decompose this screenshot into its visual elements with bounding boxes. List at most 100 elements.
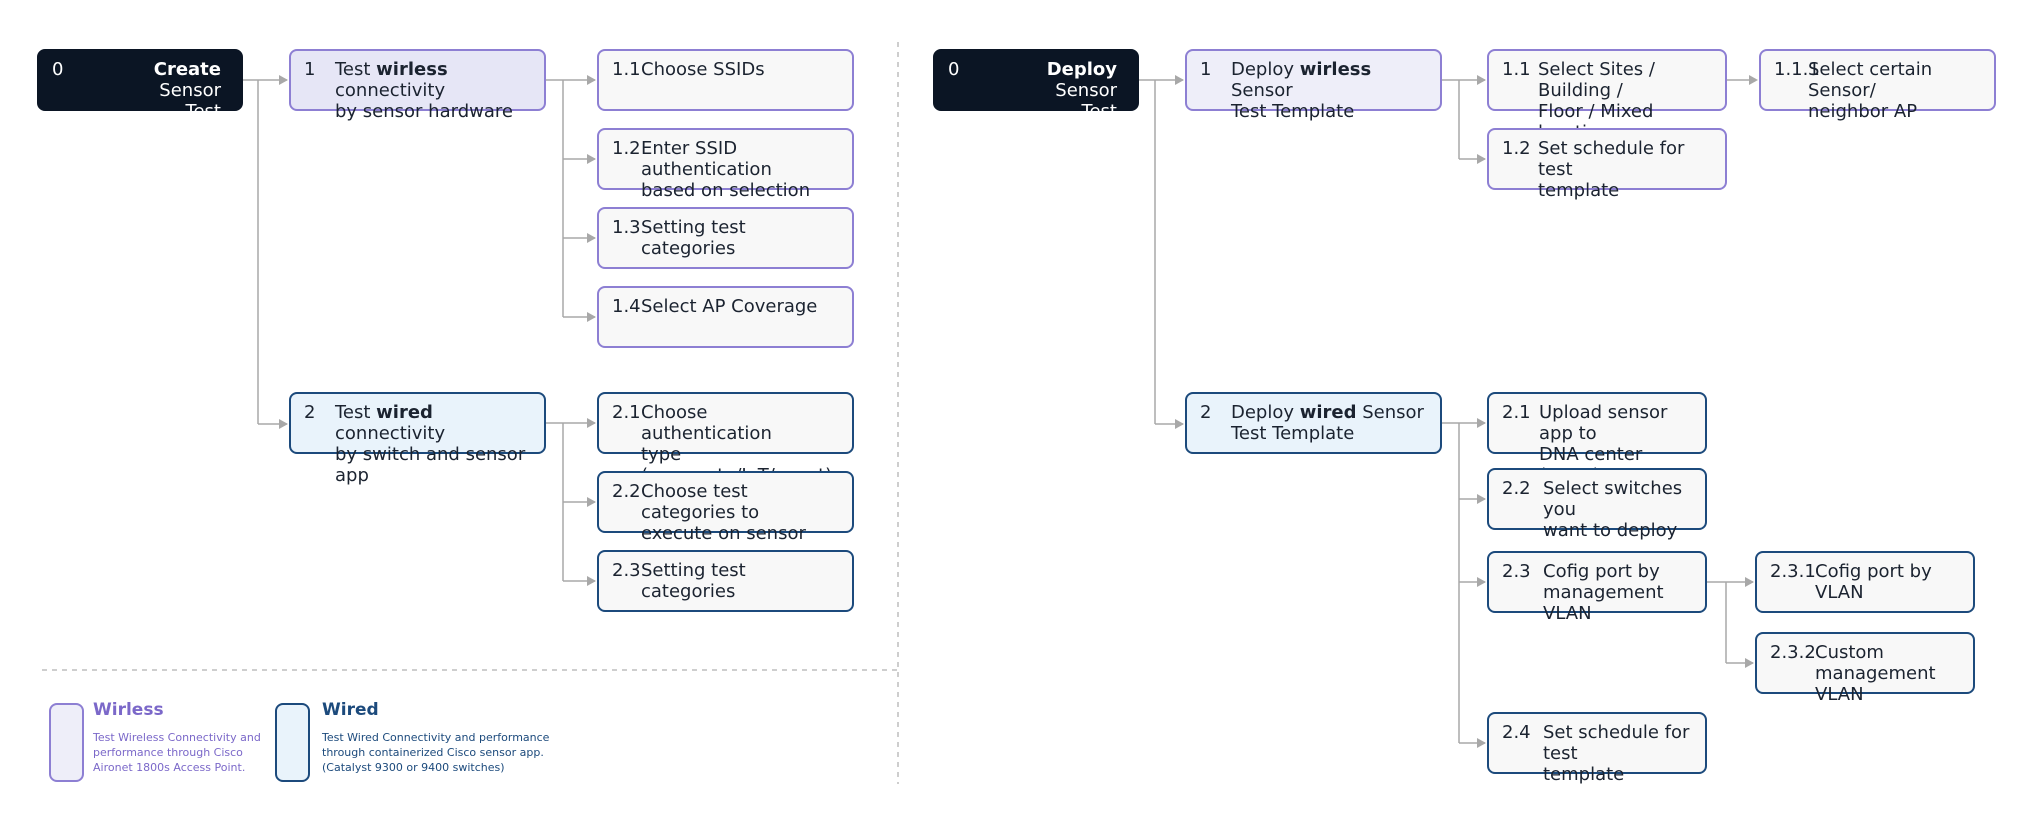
node-label-line1: Setting test categories	[641, 560, 746, 602]
node-create-root[interactable]: 0 Create Sensor Test Template	[37, 49, 243, 143]
node-label-line1: Select switches you	[1543, 478, 1683, 520]
connector-arrow-icon	[1477, 577, 1486, 587]
node-label: Deploy wirless Sensor Test Template	[1231, 59, 1430, 122]
node-label-line2: Test Template	[1231, 101, 1355, 122]
node-label-pre: Test	[335, 59, 377, 80]
node-label-line1: Enter SSID authentication	[641, 138, 772, 180]
node-number: 2	[1200, 402, 1212, 423]
legend-wired-desc-line: Test Wired Connectivity and performance	[322, 731, 550, 744]
node-label-line1: Choose SSIDs	[641, 59, 765, 80]
node-number: 1.1	[1502, 59, 1531, 80]
legend-wired-title: Wired	[322, 700, 379, 720]
node-label-line2: neighbor AP	[1808, 101, 1918, 122]
node-number: 2.3	[612, 560, 641, 581]
node-label: Deploy wired Sensor Test Template	[1231, 402, 1430, 444]
connector-arrow-icon	[1745, 658, 1754, 668]
connector-arrow-icon	[1175, 75, 1184, 85]
node-deploy-1-1[interactable]: 1.1 Select Sites / Building /Floor / Mix…	[1487, 49, 1727, 143]
node-label-line2: template	[1543, 764, 1625, 785]
node-label-rest: Sensor	[1231, 80, 1293, 101]
connector-arrow-icon	[1477, 738, 1486, 748]
node-number: 1	[1200, 59, 1212, 80]
node-create-1-3[interactable]: 1.3 Setting test categories	[597, 207, 854, 269]
node-deploy-1-1-1[interactable]: 1.1.1 Select certain Sensor/neighbor AP	[1759, 49, 1996, 122]
node-label-rest: connectivity	[335, 423, 446, 444]
node-number: 2	[304, 402, 316, 423]
node-number: 2.1	[1502, 402, 1531, 423]
node-label-line2: by switch and sensor app	[335, 444, 526, 486]
node-label: Create Sensor Test Template	[115, 59, 221, 143]
node-label-line2: Test Template	[1034, 101, 1117, 143]
node-deploy-root[interactable]: 0 Deploy Sensor Test Template	[933, 49, 1139, 143]
node-label-bold: wirless	[376, 59, 448, 80]
node-label-line2: execute on sensor	[641, 523, 806, 544]
node-label-pre: Deploy	[1231, 59, 1300, 80]
node-number: 0	[948, 59, 960, 80]
node-number: 1.2	[1502, 138, 1531, 159]
node-label-line1: Setting test categories	[641, 217, 746, 259]
node-create-1-1[interactable]: 1.1 Choose SSIDs	[597, 49, 854, 111]
node-label-line1: Select certain Sensor/	[1808, 59, 1933, 101]
node-label-line1: Select Sites / Building /	[1538, 59, 1655, 101]
node-create-1-wireless[interactable]: 1 Test wirless connectivity by sensor ha…	[289, 49, 546, 122]
node-label-pre: Deploy	[1231, 402, 1300, 423]
node-deploy-2-wired[interactable]: 2 Deploy wired Sensor Test Template	[1185, 392, 1442, 454]
legend-wireless-desc: Test Wireless Connectivity and performan…	[93, 730, 261, 775]
node-number: 2.2	[1502, 478, 1531, 499]
node-number: 2.3	[1502, 561, 1531, 582]
node-label-line2: want to deploy	[1543, 520, 1678, 541]
legend-wireless-desc-line: performance through Cisco	[93, 746, 243, 759]
connector-arrow-icon	[1745, 577, 1754, 587]
node-label-bold: wired	[376, 402, 433, 423]
node-label-line1: Cofig port by	[1543, 561, 1660, 582]
connector-arrow-icon	[1477, 494, 1486, 504]
node-label-line2: management VLAN	[1543, 582, 1664, 624]
legend-wireless-title: Wirless	[93, 700, 164, 720]
node-label: Choose SSIDs	[641, 59, 842, 80]
legend-wireless-swatch	[49, 703, 84, 782]
node-number: 1.2	[612, 138, 641, 159]
node-label-line1: Upload sensor app to	[1539, 402, 1668, 444]
legend-wireless-desc-line: Aironet 1800s Access Point.	[93, 761, 246, 774]
node-number: 1.1.1	[1774, 59, 1820, 80]
node-label: Setting test categories	[641, 560, 842, 602]
node-label: Setting test categories	[641, 217, 842, 259]
connector-arrow-icon	[1477, 418, 1486, 428]
node-number: 1.3	[612, 217, 641, 238]
legend-wireless-desc-line: Test Wireless Connectivity and	[93, 731, 261, 744]
node-deploy-1-wireless[interactable]: 1 Deploy wirless Sensor Test Template	[1185, 49, 1442, 122]
node-label-rest: Sensor	[1356, 402, 1424, 423]
legend-wired-desc-line: through containerized Cisco sensor app.	[322, 746, 544, 759]
node-number: 2.4	[1502, 722, 1531, 743]
node-create-2-wired[interactable]: 2 Test wired connectivity by switch and …	[289, 392, 546, 486]
node-label: Test wirless connectivity by sensor hard…	[335, 59, 534, 122]
node-create-2-3[interactable]: 2.3 Setting test categories	[597, 550, 854, 612]
node-label: Select certain Sensor/neighbor AP	[1808, 59, 1984, 122]
connector-arrow-icon	[587, 576, 596, 586]
node-label-line2: Test Template	[1231, 423, 1355, 444]
connector-arrow-icon	[1175, 419, 1184, 429]
connector-arrow-icon	[587, 497, 596, 507]
connector-arrow-icon	[279, 419, 288, 429]
node-label-rest: connectivity	[335, 80, 446, 101]
node-number: 0	[52, 59, 64, 80]
node-create-1-4[interactable]: 1.4 Select AP Coverage	[597, 286, 854, 348]
node-deploy-2-3-1[interactable]: 2.3.1 Cofig port by VLAN	[1755, 551, 1975, 613]
legend-wired-swatch	[275, 703, 310, 782]
node-label-bold: Create	[153, 59, 221, 80]
node-number: 1.4	[612, 296, 641, 317]
node-number: 2.2	[612, 481, 641, 502]
node-label-pre: Test	[335, 402, 377, 423]
